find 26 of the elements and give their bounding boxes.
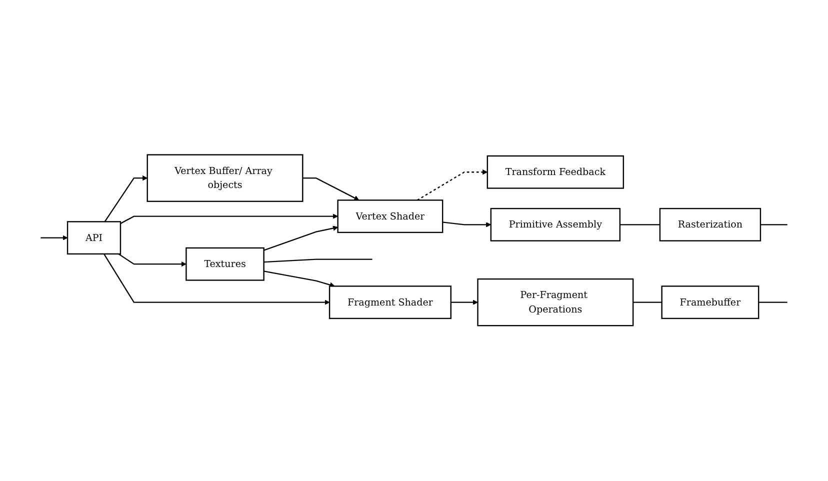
arrow xyxy=(120,214,338,224)
arrow xyxy=(40,235,68,241)
connector xyxy=(264,259,372,263)
connector xyxy=(758,302,788,304)
connector xyxy=(633,302,662,304)
arrow xyxy=(264,270,335,288)
connector xyxy=(760,224,788,226)
arrow xyxy=(302,178,360,201)
node-box: API xyxy=(66,221,122,255)
arrow xyxy=(442,222,492,228)
arrow xyxy=(103,254,330,306)
node-box: Rasterization xyxy=(659,208,762,242)
node-box: Per-Fragment Operations xyxy=(477,278,634,326)
node-box: Vertex Shader xyxy=(337,200,444,234)
node-box: Textures xyxy=(186,248,264,282)
arrow xyxy=(118,254,186,268)
arrow xyxy=(264,226,338,252)
node-box: Primitive Assembly xyxy=(490,208,621,242)
arrow xyxy=(416,170,488,201)
node-box: Framebuffer xyxy=(661,286,760,320)
node-box: Vertex Buffer/ Array objects xyxy=(146,154,304,202)
arrow xyxy=(450,300,478,306)
connector xyxy=(620,224,660,226)
node-box: Fragment Shader xyxy=(328,286,452,320)
arrow xyxy=(104,176,148,222)
node-box: Transform Feedback xyxy=(486,156,624,190)
